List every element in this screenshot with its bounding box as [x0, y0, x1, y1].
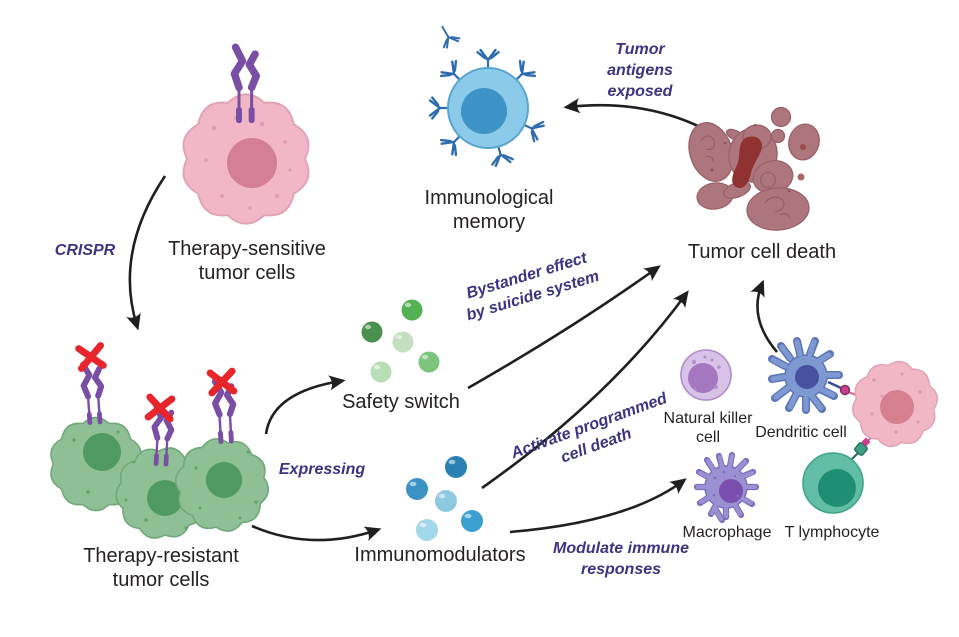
immunomodulator-molecules: [406, 456, 483, 541]
natural-killer-cell: [680, 349, 732, 401]
label-t-lymphocyte: T lymphocyte: [784, 524, 880, 541]
arrow-bystander-to-death: [467, 265, 661, 390]
arrow-death-to-memory: [563, 98, 713, 135]
label-dendritic: Dendritic cell: [755, 424, 847, 441]
blocked-receptor-icon: [79, 346, 104, 426]
memory-cell: [428, 21, 547, 168]
arrow-modulate-to-macrophage: [509, 478, 687, 534]
label-therapy-sensitive: Therapy-sensitive tumor cells: [168, 238, 326, 284]
label-immunomodulators: Immunomodulators: [354, 544, 526, 566]
label-safety-switch: Safety switch: [342, 391, 460, 413]
label-macrophage: Macrophage: [682, 524, 772, 541]
annotation-crispr: CRISPR: [54, 242, 116, 259]
tumor-cell-death-debris: [688, 106, 820, 231]
arrow-crispr: [126, 175, 167, 331]
therapy-sensitive-cell: [182, 47, 310, 225]
label-therapy-resistant: Therapy-resistant tumor cells: [83, 545, 239, 591]
therapy-resistant-cells: [50, 346, 276, 550]
annotation-expressing: Expressing: [278, 461, 366, 478]
blocked-receptor-icon: [210, 371, 235, 444]
attacked-tumor-cell: [847, 355, 943, 453]
arrow-to-safety-switch: [264, 375, 346, 435]
label-tumor-cell-death: Tumor cell death: [687, 241, 837, 263]
t-lymphocyte-cell: [802, 435, 874, 514]
label-natural-killer: Natural killer cell: [663, 410, 753, 447]
arrow-activate-to-death: [481, 290, 689, 490]
annotation-tumor-antigens: Tumor antigens exposed: [607, 41, 673, 100]
safety-switch-molecules: [361, 299, 440, 383]
label-immunological-memory: Immunological memory: [424, 187, 554, 233]
arrow-immune-cells-to-death: [750, 279, 778, 353]
macrophage-cell: [693, 451, 760, 524]
tcr-synapse-link: [851, 435, 874, 460]
annotation-modulate: Modulate immune responses: [552, 540, 689, 578]
dendritic-cell: [768, 337, 866, 414]
arrow-to-immunomodulators: [251, 524, 382, 542]
